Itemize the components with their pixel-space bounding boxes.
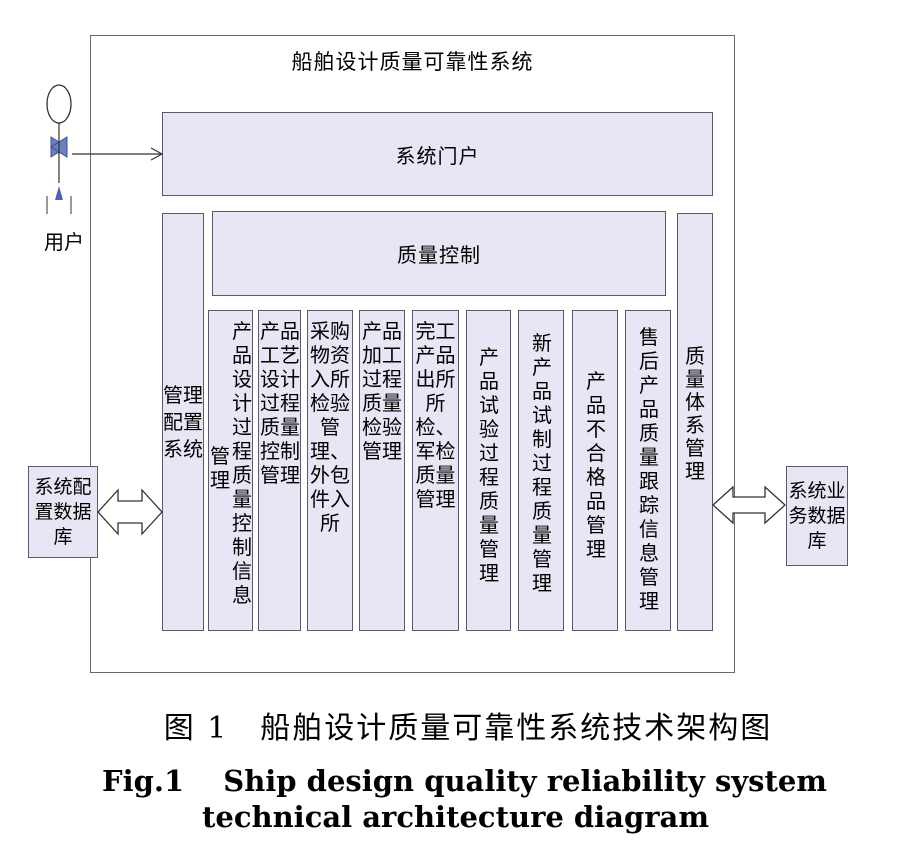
module-8-label: 产品不合格品管理 bbox=[586, 369, 606, 561]
right-double-arrow-icon bbox=[712, 485, 786, 525]
business-database-label: 系统业务数据库 bbox=[788, 479, 846, 552]
system-boundary bbox=[90, 35, 735, 673]
business-database: 系统业务数据库 bbox=[786, 466, 848, 566]
config-database-label: 系统配置数据库 bbox=[34, 475, 92, 548]
system-title: 船舶设计质量可靠性系统 bbox=[291, 50, 534, 74]
user-actor-head-icon bbox=[46, 84, 72, 124]
module-2-label: 产品工艺设计过程质量控制管理 bbox=[260, 319, 300, 487]
module-1-label: 产品设计过程质量控制信息 bbox=[232, 319, 252, 607]
module-2: 产品工艺设计过程质量控制管理 bbox=[258, 310, 301, 631]
module-7-label: 新产品试制过程质量管理 bbox=[532, 331, 552, 595]
quality-system-label: 质量体系管理 bbox=[685, 344, 705, 483]
management-config-system-column: 管理配置系统 bbox=[162, 213, 204, 631]
module-5-label: 完工产品出所所检、军检质量管理 bbox=[415, 319, 456, 511]
module-6-label: 产品试验过程质量管理 bbox=[479, 345, 499, 585]
module-8: 产品不合格品管理 bbox=[572, 310, 618, 631]
management-config-system-label: 管理配置系统 bbox=[163, 382, 203, 461]
module-9: 售后产品质量跟踪信息管理 bbox=[625, 310, 671, 631]
user-actor-foot-icon bbox=[55, 186, 63, 200]
portal-box: 系统门户 bbox=[162, 112, 713, 196]
quality-system-column: 质量体系管理 bbox=[677, 213, 713, 631]
user-label: 用户 bbox=[44, 230, 84, 254]
caption-en-line1: Fig.1 Ship design quality reliability sy… bbox=[102, 764, 827, 798]
module-4: 产品加工过程质量检验管理 bbox=[359, 310, 405, 631]
module-3-label: 采购物资入所检验管理、外包件入所 bbox=[310, 319, 350, 535]
quality-control-box: 质量控制 bbox=[212, 211, 666, 296]
module-7: 新产品试制过程质量管理 bbox=[518, 310, 564, 631]
module-5: 完工产品出所所检、军检质量管理 bbox=[412, 310, 459, 631]
caption-cn: 图 1 船舶设计质量可靠性系统技术架构图 bbox=[163, 711, 773, 746]
left-double-arrow-icon bbox=[97, 488, 163, 536]
module-4-label: 产品加工过程质量检验管理 bbox=[362, 319, 402, 463]
module-6: 产品试验过程质量管理 bbox=[466, 310, 511, 631]
config-database: 系统配置数据库 bbox=[28, 466, 98, 558]
module-3: 采购物资入所检验管理、外包件入所 bbox=[307, 310, 353, 631]
module-1: 管理 产品设计过程质量控制信息 bbox=[208, 310, 253, 631]
caption-en-line2: technical architecture diagram bbox=[202, 800, 710, 834]
module-9-label: 售后产品质量跟踪信息管理 bbox=[639, 325, 659, 613]
module-1-label-tail: 管理 bbox=[210, 444, 230, 492]
